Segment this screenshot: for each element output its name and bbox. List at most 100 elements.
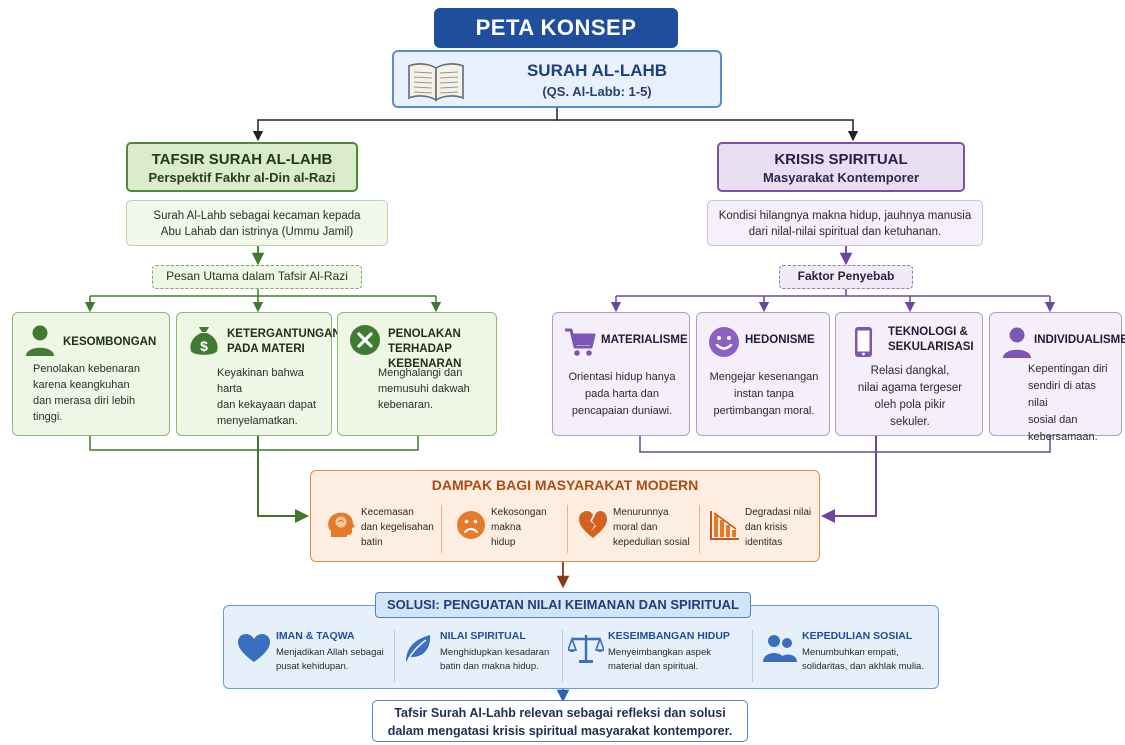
tafsir-description-line: Abu Lahab dan istrinya (Ummu Jamil) <box>160 226 354 238</box>
card-penolakan: PENOLAKAN TERHADAP KEBENARAN Menghalangi… <box>337 312 497 436</box>
dampak-text: dan kegelisahan <box>361 522 434 533</box>
card-text: Relasi dangkal, <box>870 365 950 377</box>
card-text: pada harta dan <box>584 388 659 400</box>
solusi-item-title: KESEIMBANGAN HIDUP <box>608 630 730 642</box>
card-text: menyelamatkan. <box>217 415 298 427</box>
svg-text:$: $ <box>200 338 208 354</box>
solusi-item-text: Menyeimbangkan aspek <box>608 647 711 658</box>
krisis-header: KRISIS SPIRITUAL Masyarakat Kontemporer <box>717 142 965 192</box>
heart-icon <box>238 634 270 662</box>
dampak-text: Kekosongan <box>491 507 547 518</box>
card-text: Keyakinan bahwa harta <box>217 367 304 395</box>
dampak-text: identitas <box>745 537 783 548</box>
conclusion-line: dalam mengatasi krisis spiritual masyara… <box>387 724 733 738</box>
solusi-item-text: material dan spiritual. <box>608 661 699 672</box>
card-text: pertimbangan moral. <box>713 405 815 417</box>
dampak-item: Menurunnya moral dan kepedulian sosial <box>577 501 699 557</box>
dampak-box: DAMPAK BAGI MASYARAKAT MODERN Kecemasan … <box>310 470 820 562</box>
card-text: nilai agama tergeser <box>857 382 963 394</box>
dampak-item: Degradasi nilai dan krisis identitas <box>709 501 817 557</box>
surah-title: SURAH AL-LAHB <box>526 61 668 80</box>
pesan-utama-label: Pesan Utama dalam Tafsir Al-Razi <box>152 265 362 289</box>
card-text: Kepentingan diri <box>1028 363 1108 375</box>
dampak-text: dan krisis <box>745 522 788 533</box>
solusi-item-text: batin dan makna hidup. <box>440 661 539 672</box>
dampak-divider <box>441 505 442 553</box>
card-text: memusuhi dakwah <box>378 383 470 395</box>
dampak-text: Kecemasan <box>361 507 414 518</box>
solusi-item: IMAN & TAQWA Menjadikan Allah sebagai pu… <box>236 628 396 684</box>
card-title: HEDONISME <box>745 334 815 346</box>
tafsir-subtitle: Perspektif Fakhr al-Din al-Razi <box>148 170 336 185</box>
solusi-divider <box>562 630 563 682</box>
card-text: Mengejar kesenangan <box>709 371 819 383</box>
sad-face-icon <box>457 511 485 539</box>
conclusion-box: Tafsir Surah Al-Lahb relevan sebagai ref… <box>372 700 748 742</box>
shopping-cart-icon <box>565 328 596 356</box>
solusi-item-text: Menghidupkan kesadaran <box>440 647 550 658</box>
card-text: kebenaran. <box>378 399 434 411</box>
card-title: TERHADAP KEBENARAN <box>388 343 462 370</box>
krisis-description-line: Kondisi hilangnya makna hidup, jauhnya m… <box>718 210 972 222</box>
balance-scale-icon <box>568 635 604 663</box>
krisis-subtitle: Masyarakat Kontemporer <box>762 170 920 185</box>
card-title: KETERGANTUNGAN <box>227 328 341 340</box>
card-title: INDIVIDUALISME <box>1034 334 1125 346</box>
dampak-item: Kekosongan makna hidup <box>455 501 565 557</box>
solusi-item-title: KEPEDULIAN SOSIAL <box>802 630 913 642</box>
card-title: SEKULARISASI <box>888 341 974 353</box>
dampak-item: Kecemasan dan kegelisahan batin <box>325 501 435 557</box>
card-title: TEKNOLOGI & <box>888 326 968 338</box>
tafsir-title: TAFSIR SURAH AL-LAHB <box>151 151 333 168</box>
card-title: PADA MATERI <box>227 343 305 355</box>
solusi-item-text: Menumbuhkan empati, <box>802 647 899 658</box>
person-icon <box>1003 327 1031 358</box>
page-title: PETA KONSEP <box>434 8 678 48</box>
card-text: dan kekayaan dapat <box>217 399 317 411</box>
solusi-item-title: IMAN & TAQWA <box>276 630 355 642</box>
krisis-title: KRISIS SPIRITUAL <box>774 151 908 168</box>
solusi-item: NILAI SPIRITUAL Menghidupkan kesadaran b… <box>400 628 562 684</box>
faktor-penyebab-label: Faktor Penyebab <box>779 265 913 289</box>
declining-chart-icon <box>710 511 739 540</box>
smartphone-icon <box>855 327 872 357</box>
person-icon <box>26 325 54 356</box>
krisis-description: Kondisi hilangnya makna hidup, jauhnya m… <box>707 200 983 246</box>
dampak-divider <box>699 505 700 553</box>
card-text: karena keangkuhan <box>33 379 130 391</box>
card-text: tinggi. <box>33 411 63 423</box>
open-book-icon <box>408 63 464 102</box>
tafsir-description-line: Surah Al-Lahb sebagai kecaman kepada <box>153 210 361 222</box>
card-materialisme: MATERIALISME Orientasi hidup hanya pada … <box>552 312 690 436</box>
dampak-text: moral dan <box>613 522 658 533</box>
dampak-text: Menurunnya <box>613 507 669 518</box>
solusi-divider <box>752 630 753 682</box>
solusi-item-text: Menjadikan Allah sebagai <box>276 647 384 658</box>
surah-subtitle: (QS. Al-Labb: 1-5) <box>542 84 652 99</box>
card-text: sosial dan <box>1028 414 1078 426</box>
dampak-text: makna <box>491 522 522 533</box>
dampak-divider <box>567 505 568 553</box>
conclusion-line: Tafsir Surah Al-Lahb relevan sebagai ref… <box>394 706 726 720</box>
solusi-item-text: solidaritas, dan akhlak mulia. <box>802 661 924 672</box>
card-text: Menghalangi dan <box>378 367 463 379</box>
solusi-box: IMAN & TAQWA Menjadikan Allah sebagai pu… <box>223 605 939 689</box>
card-text: dan merasa diri lebih <box>33 395 136 407</box>
card-text: sekuler. <box>890 416 930 428</box>
card-title: MATERIALISME <box>601 334 688 346</box>
smiley-icon <box>709 327 739 357</box>
leaf-icon <box>406 635 431 662</box>
solusi-divider <box>394 630 395 682</box>
dampak-text: kepedulian sosial <box>613 537 690 548</box>
card-title: PENOLAKAN <box>388 328 461 340</box>
solusi-title: SOLUSI: PENGUATAN NILAI KEIMANAN DAN SPI… <box>375 592 751 618</box>
card-text: instan tanpa <box>734 388 794 400</box>
dampak-text: batin <box>361 537 383 548</box>
people-icon <box>763 635 797 662</box>
card-text: oleh pola pikir <box>874 399 946 411</box>
solusi-item: KESEIMBANGAN HIDUP Menyeimbangkan aspek … <box>568 628 748 684</box>
card-hedonisme: HEDONISME Mengejar kesenangan instan tan… <box>696 312 830 436</box>
card-text: kebersamaan. <box>1028 431 1098 443</box>
card-text: sendiri di atas nilai <box>1028 380 1096 409</box>
